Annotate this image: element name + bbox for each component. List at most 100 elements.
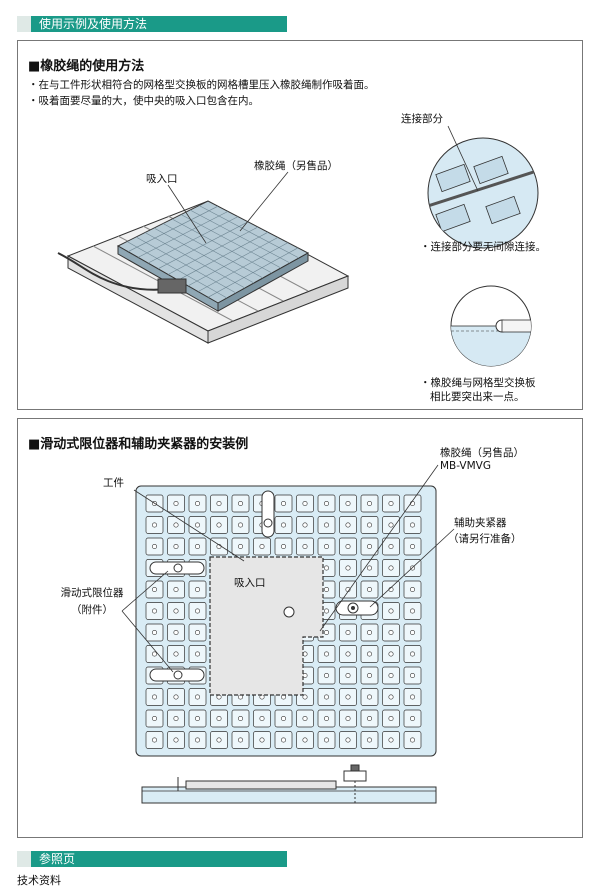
vacuum-table-illustration — [57, 171, 350, 344]
grid-plate-illustration — [121, 464, 455, 804]
grid-hole — [366, 694, 372, 700]
grid-hole — [388, 522, 394, 528]
grid-hole — [388, 737, 394, 743]
grid-hole — [388, 565, 394, 571]
grid-hole — [345, 501, 351, 507]
grid-hole — [152, 694, 158, 700]
grid-hole — [409, 737, 415, 743]
panel-heading: ■橡胶绳的使用方法 — [28, 59, 145, 74]
grid-hole — [323, 501, 329, 507]
joint-label: 连接部分 — [401, 113, 443, 125]
work-label: 工件 — [103, 477, 124, 489]
inlet-label: 吸入口 — [146, 173, 178, 185]
grid-hole — [345, 737, 351, 743]
grid-hole — [259, 544, 265, 550]
rope-label: 橡胶绳（另售品） — [440, 447, 524, 459]
grid-hole — [323, 522, 329, 528]
grid-hole — [173, 694, 179, 700]
grid-hole — [409, 587, 415, 593]
grid-hole — [409, 673, 415, 679]
rubber-rope-usage-panel: ■橡胶绳的使用方法 ・在与工件形状相符合的网格型交换板的网格槽里压入橡胶绳制作吸… — [17, 40, 583, 410]
grid-hole — [195, 694, 201, 700]
grid-hole — [195, 608, 201, 614]
slide-stopper-sub-label: （附件） — [71, 604, 113, 616]
grid-hole — [345, 715, 351, 721]
grid-hole — [323, 694, 329, 700]
section-header-usage: 使用示例及使用方法 — [17, 16, 287, 32]
grid-hole — [238, 715, 244, 721]
grid-hole — [173, 630, 179, 636]
grid-hole — [366, 501, 372, 507]
install-example-panel: ■滑动式限位器和辅助夹紧器的安装例 — [17, 418, 583, 838]
rope-label: 橡胶绳（另售品） — [254, 160, 338, 172]
grid-hole — [173, 587, 179, 593]
grid-hole — [216, 737, 222, 743]
model-label: MB-VMVG — [440, 460, 491, 472]
grid-hole — [388, 694, 394, 700]
grid-hole — [345, 630, 351, 636]
grid-hole — [302, 715, 308, 721]
grid-hole — [195, 587, 201, 593]
inlet-label: 吸入口 — [234, 577, 266, 589]
grid-hole — [388, 673, 394, 679]
grid-hole — [195, 737, 201, 743]
grid-hole — [323, 715, 329, 721]
grid-hole — [173, 544, 179, 550]
grid-hole — [323, 630, 329, 636]
grid-hole — [409, 694, 415, 700]
grid-hole — [409, 544, 415, 550]
grid-hole — [173, 737, 179, 743]
grid-hole — [152, 587, 158, 593]
grid-hole — [173, 501, 179, 507]
section-header-notch — [17, 851, 31, 867]
grid-hole — [195, 501, 201, 507]
protrude-note-1: ・橡胶绳与网格型交换板 — [420, 377, 536, 389]
usage-note-1: ・在与工件形状相符合的网格型交换板的网格槽里压入橡胶绳制作吸着面。 — [28, 79, 375, 91]
grid-hole — [409, 715, 415, 721]
grid-hole — [173, 715, 179, 721]
grid-hole — [345, 694, 351, 700]
grid-hole — [366, 565, 372, 571]
grid-hole — [238, 522, 244, 528]
grid-hole — [302, 522, 308, 528]
grid-hole — [152, 651, 158, 657]
protrude-note-2: 相比要突出来一点。 — [430, 391, 525, 403]
grid-hole — [345, 544, 351, 550]
grid-hole — [323, 673, 329, 679]
grid-hole — [280, 522, 286, 528]
aux-clamp — [335, 600, 379, 616]
slide-stopper-upper — [149, 561, 205, 575]
grid-hole — [173, 608, 179, 614]
grid-hole — [280, 737, 286, 743]
grid-hole — [366, 651, 372, 657]
grid-hole — [345, 651, 351, 657]
grid-hole — [323, 565, 329, 571]
grid-hole — [195, 715, 201, 721]
grid-hole — [216, 501, 222, 507]
grid-hole — [152, 522, 158, 528]
grid-hole — [388, 501, 394, 507]
grid-hole — [259, 715, 265, 721]
section-title: 使用示例及使用方法 — [39, 17, 148, 31]
grid-hole — [152, 544, 158, 550]
grid-hole — [388, 544, 394, 550]
aux-clamp-sub-label: （请另行准备） — [448, 533, 522, 545]
grid-hole — [345, 673, 351, 679]
grid-hole — [216, 522, 222, 528]
grid-hole — [195, 651, 201, 657]
grid-hole — [302, 501, 308, 507]
joint-note: ・连接部分要无间隙连接。 — [420, 241, 546, 253]
grid-hole — [323, 651, 329, 657]
tech-data-link[interactable]: 技术资料 — [17, 874, 61, 887]
grid-hole — [409, 608, 415, 614]
grid-hole — [195, 630, 201, 636]
grid-hole — [195, 522, 201, 528]
grid-hole — [388, 608, 394, 614]
slide-stopper-lower — [149, 668, 205, 682]
grid-hole — [280, 501, 286, 507]
grid-hole — [366, 737, 372, 743]
grid-hole — [366, 522, 372, 528]
grid-hole — [173, 651, 179, 657]
grid-hole — [388, 715, 394, 721]
grid-hole — [216, 715, 222, 721]
